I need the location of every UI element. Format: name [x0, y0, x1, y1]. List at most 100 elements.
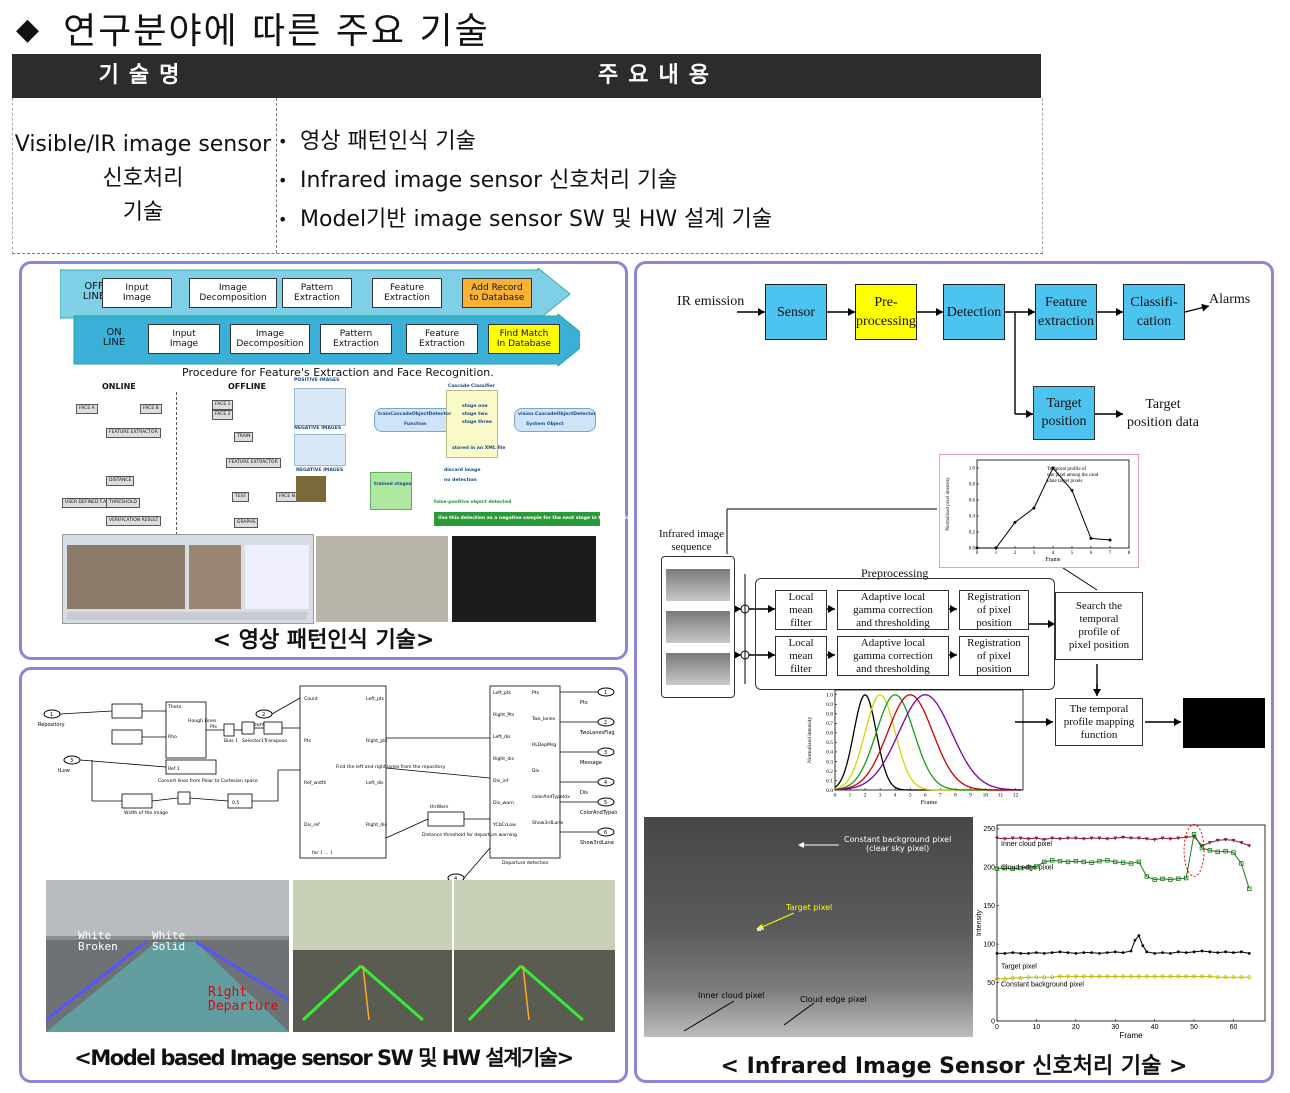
ir-sky-photo: Constant background pixel (clear sky pix…	[644, 817, 974, 1037]
data-point	[1113, 836, 1118, 841]
outport-4	[597, 777, 615, 787]
outport-5	[597, 797, 615, 807]
outport-label: Pts	[580, 700, 588, 706]
positive-images	[294, 388, 346, 426]
data-point	[1176, 950, 1180, 954]
data-point	[975, 546, 979, 550]
simulink-wire	[271, 697, 301, 715]
motion-detection-photo	[316, 536, 448, 622]
arrow-head-icon	[1116, 308, 1123, 316]
ir-connectors	[726, 303, 1210, 726]
cascade-label: false-positive object detected	[434, 500, 512, 505]
ir-sequence-label: Infrared image sequence	[659, 528, 725, 553]
x-tick-label: 7	[939, 793, 942, 799]
data-point	[1160, 876, 1165, 882]
data-point	[1208, 950, 1212, 954]
data-point	[1081, 973, 1087, 979]
simulink-block	[111, 703, 143, 719]
data-point	[1105, 858, 1110, 863]
data-point	[1168, 877, 1173, 882]
outport-3	[597, 747, 615, 757]
data-point	[1073, 858, 1079, 864]
inport-number: 1	[50, 712, 53, 718]
data-point	[1121, 835, 1126, 840]
data-point	[1141, 944, 1145, 948]
simulink-block	[299, 685, 387, 859]
constant-pixel-label: Constant background pixel (clear sky pix…	[844, 835, 952, 853]
flow-box: DISTANCE	[106, 476, 135, 486]
flow-box: FACE 1	[212, 400, 234, 410]
data-point	[1128, 861, 1134, 866]
simulink-wire	[385, 767, 491, 779]
data-point	[1223, 848, 1228, 854]
x-tick-label: 6	[924, 793, 927, 799]
data-point	[1051, 466, 1055, 470]
data-point	[1026, 865, 1031, 870]
data-point	[1033, 974, 1039, 980]
departure-out-port: Dis	[532, 768, 540, 774]
bullet-item: •Model기반 image sensor SW 및 HW 설계 기술	[278, 200, 772, 239]
bullet-item: •영상 패턴인식 기술	[278, 122, 772, 161]
data-point	[994, 546, 998, 550]
data-point	[1153, 951, 1157, 955]
block-label: Transpose	[263, 738, 287, 744]
data-point	[1058, 837, 1063, 841]
data-point	[1089, 973, 1095, 979]
preprocessing-box: Local mean filter	[775, 636, 827, 676]
departure-in-port: Dis_warn	[493, 800, 514, 806]
data-point	[1034, 836, 1039, 841]
cascade-label: Cascade Classifier	[448, 384, 495, 389]
x-tick-label: 4	[894, 793, 897, 799]
data-point	[1183, 875, 1189, 881]
data-point	[1200, 949, 1204, 953]
data-point	[1152, 877, 1157, 882]
data-point	[1184, 951, 1188, 954]
x-tick-label: 8	[1128, 551, 1131, 556]
arrow-head-icon	[734, 651, 741, 659]
x-tick-label: 0	[995, 1024, 999, 1031]
block-label: Selector1	[242, 738, 264, 744]
data-point	[1207, 841, 1212, 845]
data-point	[1223, 838, 1228, 842]
content-bullets: •영상 패턴인식 기술 •Infrared image sensor 신호처리 …	[278, 122, 772, 239]
cascade-label: vision.CascadeObjectDetector	[518, 412, 596, 417]
cascade-label: stage two	[462, 412, 488, 417]
legend-entry-cont: idate target pixels	[1047, 479, 1083, 484]
road-photo-lanes	[293, 880, 615, 1032]
data-point	[1035, 951, 1038, 954]
preprocessing-box: Adaptive local gamma correction and thre…	[837, 636, 949, 676]
arrow-head-icon	[734, 605, 741, 613]
cascade-label: POSITIVE IMAGES	[294, 378, 340, 383]
x-tick-label: 1	[849, 793, 852, 799]
legend-entry-cont: one pixel among the cand	[1047, 473, 1099, 478]
data-point	[1167, 973, 1173, 979]
subsystem-out-port: Left_dis	[366, 780, 384, 786]
cascade-label: NEGATIVE IMAGES	[294, 426, 342, 431]
target-position-data-label: Target position data	[1127, 397, 1199, 430]
departure-out-port: Pts	[532, 690, 540, 696]
data-point	[1112, 973, 1118, 979]
simulink-diagram: 1Repository2Count3tLow4YCbCrLow1Pts2TwoL…	[38, 685, 617, 880]
page-title-text: 연구분야에 따른 주요 기술	[63, 11, 490, 52]
diamond-bullet-icon: ◆	[16, 12, 42, 47]
x-tick-label: 8	[954, 793, 957, 799]
simulink-block	[489, 685, 561, 859]
temporal-mapping-box: The temporal profile mapping function	[1055, 698, 1143, 746]
inport-label: Repository	[38, 722, 65, 728]
data-point	[1034, 864, 1039, 869]
flow-online-label: ONLINE	[102, 382, 136, 391]
data-point	[1010, 975, 1016, 981]
data-point	[1144, 837, 1149, 841]
block-label: Find the left and right lanes from the r…	[336, 764, 445, 770]
simulink-block	[427, 811, 465, 827]
data-point	[1002, 865, 1008, 871]
outport-number: 3	[604, 750, 607, 756]
data-point	[1231, 850, 1236, 855]
y-tick-label: 0	[991, 1018, 995, 1025]
simulink-block	[241, 721, 255, 735]
data-point	[1104, 973, 1110, 979]
zoom-line	[1056, 563, 1098, 591]
y-tick-label: 0.0	[826, 788, 833, 794]
